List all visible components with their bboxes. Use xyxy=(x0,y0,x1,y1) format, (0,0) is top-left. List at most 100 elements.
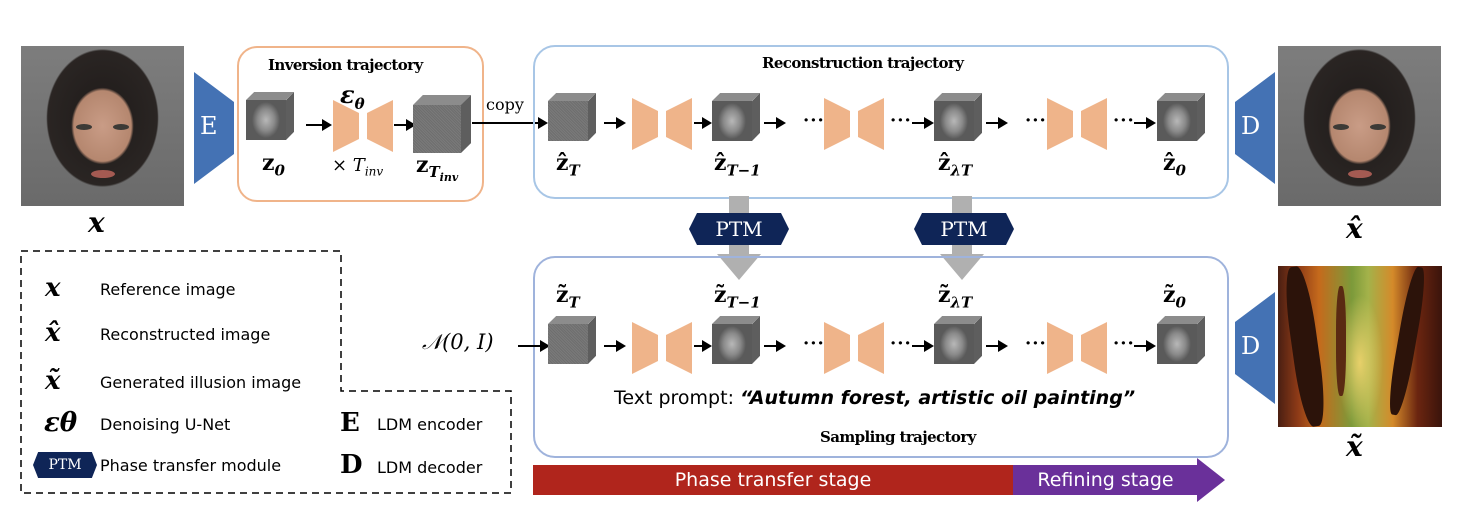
inversion-trajectory-box xyxy=(237,46,484,202)
tree-trunk xyxy=(1280,266,1330,427)
recon-zlT-cube xyxy=(934,93,982,141)
decoder-label: D xyxy=(1241,112,1261,140)
sampling-trajectory-box xyxy=(533,256,1229,458)
refining-stage-bar: Refining stage xyxy=(1013,465,1198,495)
eye xyxy=(1370,124,1386,130)
lips xyxy=(91,170,115,178)
ellipsis: ··· xyxy=(890,333,912,354)
unet-icon xyxy=(632,322,692,374)
sampling-title: Sampling trajectory xyxy=(820,428,976,446)
ellipsis: ··· xyxy=(803,110,825,131)
arrow xyxy=(912,340,934,352)
legend-symbol-reconstructed: x̂ xyxy=(45,318,61,348)
unet-icon xyxy=(824,98,884,150)
generated-illusion-image xyxy=(1278,266,1442,427)
decoder-block-bottom: D xyxy=(1235,292,1275,404)
samp-z0-cube xyxy=(1157,316,1205,364)
legend-symbol-unet: εθ xyxy=(44,408,78,438)
recon-zT-label: ẑT xyxy=(556,150,580,180)
legend-text-unet: Denoising U-Net xyxy=(100,415,231,434)
latent-z0-cube xyxy=(246,92,294,140)
recon-zT1-cube xyxy=(712,93,760,141)
samp-zT-cube xyxy=(548,316,596,364)
legend-symbol-reference: x xyxy=(45,273,61,303)
arrow xyxy=(694,340,712,352)
legend-symbol-decoder: D xyxy=(340,450,363,480)
reconstructed-image-label: x̂ xyxy=(1346,212,1363,245)
legend-symbol-generated: x̃ xyxy=(45,366,61,396)
legend-symbol-encoder: E xyxy=(340,408,360,438)
arrow xyxy=(1134,117,1156,129)
tree-trunk xyxy=(1385,266,1429,417)
phase-transfer-stage-bar: Phase transfer stage xyxy=(533,465,1013,495)
recon-z0-cube xyxy=(1157,93,1205,141)
arrow xyxy=(764,340,786,352)
ptm-module-1: PTM xyxy=(689,213,789,245)
repeat-tinv-label: × Tinv xyxy=(332,155,384,179)
noise-distribution-label: 𝒩(0, I) xyxy=(422,330,494,354)
legend-text-encoder: LDM encoder xyxy=(377,415,483,434)
reconstruction-title: Reconstruction trajectory xyxy=(762,54,964,72)
recon-zlT-label: ẑλT xyxy=(938,150,973,180)
eps-theta-label: εθ xyxy=(340,80,365,113)
recon-zT-cube xyxy=(548,93,596,141)
decoder-label: D xyxy=(1241,332,1261,360)
eye xyxy=(113,124,129,130)
text-prompt-value: “Autumn forest, artistic oil painting” xyxy=(740,387,1136,409)
legend-border xyxy=(20,250,512,494)
refining-stage-arrowhead xyxy=(1197,458,1225,502)
eye xyxy=(76,124,92,130)
decoder-block-top: D xyxy=(1235,72,1275,184)
arrow xyxy=(306,119,332,131)
encoder-label: E xyxy=(200,112,218,140)
reference-image-label: x xyxy=(88,206,105,239)
arrow xyxy=(764,117,786,129)
decoder-trapezoid xyxy=(1235,292,1275,404)
arrow xyxy=(1134,340,1156,352)
samp-zT-label: z̃T xyxy=(556,282,580,312)
legend-symbol-ptm: PTM xyxy=(33,452,97,478)
unet-icon xyxy=(1047,98,1107,150)
noise-arrow xyxy=(518,340,550,352)
arrow xyxy=(912,117,934,129)
zTinv-label: zTinv xyxy=(416,152,459,185)
copy-arrow xyxy=(472,117,548,129)
unet-icon xyxy=(632,98,692,150)
ellipsis: ··· xyxy=(1113,110,1135,131)
unet-icon xyxy=(333,100,393,152)
generated-image-label: x̃ xyxy=(1346,430,1363,463)
latent-zTinv-cube xyxy=(413,95,471,153)
legend-text-reconstructed: Reconstructed image xyxy=(100,325,271,344)
encoder-trapezoid xyxy=(194,72,234,184)
copy-label: copy xyxy=(486,95,524,114)
recon-z0-label: ẑ0 xyxy=(1163,150,1186,180)
unet-icon xyxy=(824,322,884,374)
ellipsis: ··· xyxy=(1113,333,1135,354)
arrow xyxy=(604,117,626,129)
ellipsis: ··· xyxy=(803,333,825,354)
legend-text-generated: Generated illusion image xyxy=(100,373,302,392)
text-prompt: Text prompt: “Autumn forest, artistic oi… xyxy=(614,387,1135,409)
ptm-module-2: PTM xyxy=(914,213,1014,245)
lips xyxy=(1348,170,1372,178)
samp-z0-label: z̃0 xyxy=(1163,282,1186,312)
ellipsis: ··· xyxy=(1025,333,1047,354)
latent-face-texture xyxy=(246,100,286,140)
z0-label: z0 xyxy=(262,150,285,180)
samp-zT1-label: z̃T−1 xyxy=(714,282,761,312)
recon-zT1-label: ẑT−1 xyxy=(714,150,761,180)
reconstruction-trajectory-box xyxy=(533,45,1229,199)
arrow xyxy=(394,119,416,131)
arrow xyxy=(604,340,626,352)
legend-text-reference: Reference image xyxy=(100,280,236,299)
samp-zlT-label: z̃λT xyxy=(938,282,973,312)
ellipsis: ··· xyxy=(890,110,912,131)
inversion-title: Inversion trajectory xyxy=(268,56,423,74)
arrow xyxy=(986,117,1008,129)
legend-text-ptm: Phase transfer module xyxy=(100,456,282,475)
unet-icon xyxy=(1047,322,1107,374)
eye xyxy=(1333,124,1349,130)
arrow xyxy=(986,340,1008,352)
arrow xyxy=(694,117,712,129)
decoder-trapezoid xyxy=(1235,72,1275,184)
